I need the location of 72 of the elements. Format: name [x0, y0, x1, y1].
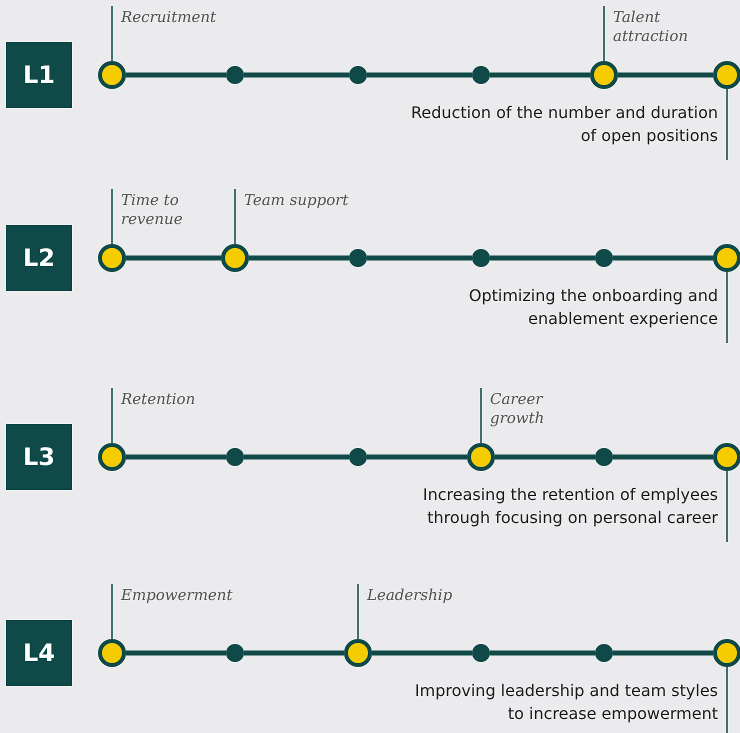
timeline-segment: [126, 650, 226, 656]
leader-line: [111, 584, 113, 639]
leader-line: [726, 89, 728, 160]
timeline-segment: [613, 454, 713, 460]
milestone-dot: [590, 61, 618, 89]
timeline-dot: [349, 66, 367, 84]
timeline-segment: [244, 650, 344, 656]
leader-line: [357, 584, 359, 639]
leader-line: [111, 189, 113, 244]
level-box: L4: [6, 620, 72, 686]
leader-line: [234, 189, 236, 244]
timeline-segment: [490, 256, 595, 260]
timeline-dot: [226, 644, 244, 662]
milestone-label: Retention: [111, 390, 231, 409]
timeline-segment: [367, 454, 467, 460]
milestone-dot: [713, 639, 740, 667]
milestone-dot: [467, 443, 495, 471]
milestone-label: Talent attraction: [603, 8, 723, 46]
level-box: L1: [6, 42, 72, 108]
milestone-dot: [221, 244, 249, 272]
milestone-label: Time to revenue: [111, 191, 231, 229]
timeline-segment: [126, 72, 226, 78]
level-box: L3: [6, 424, 72, 490]
milestone-label: Recruitment: [111, 8, 231, 27]
timeline-segment: [126, 256, 221, 260]
timeline-segment: [126, 454, 226, 460]
timeline-dot: [349, 249, 367, 267]
timeline-dot: [226, 66, 244, 84]
milestone-dot: [713, 244, 740, 272]
timeline-segment: [372, 650, 472, 656]
leader-line: [111, 6, 113, 61]
timeline-segment: [613, 256, 713, 260]
timeline-segment: [367, 256, 472, 260]
milestone-label: Empowerment: [111, 586, 231, 605]
goal-description: Reduction of the number and duration of open positions: [408, 101, 728, 147]
milestone-dot: [344, 639, 372, 667]
goal-description: Improving leadership and team styles to increase empowerment: [408, 679, 728, 725]
timeline-dot: [472, 644, 490, 662]
timeline-dot: [472, 249, 490, 267]
milestone-dot: [98, 244, 126, 272]
timeline-segment: [490, 650, 595, 656]
goal-description: Increasing the retention of emplyees through focusing on personal career: [408, 483, 728, 529]
leader-line: [111, 388, 113, 443]
leader-line: [726, 272, 728, 343]
milestone-label: Team support: [234, 191, 354, 210]
timeline-segment: [618, 72, 713, 78]
timeline-segment: [244, 454, 349, 460]
milestone-dot: [713, 61, 740, 89]
milestone-dot: [98, 639, 126, 667]
timeline-segment: [613, 650, 713, 656]
milestone-dot: [98, 443, 126, 471]
milestone-dot: [98, 61, 126, 89]
timeline-dot: [595, 448, 613, 466]
leader-line: [480, 388, 482, 443]
timeline-dot: [472, 66, 490, 84]
milestone-dot: [713, 443, 740, 471]
timeline-segment: [244, 72, 349, 78]
timeline-dot: [595, 249, 613, 267]
leader-line: [726, 667, 728, 733]
timeline-segment: [495, 454, 595, 460]
timeline-segment: [490, 72, 590, 78]
timeline-segment: [249, 256, 349, 260]
timeline-dot: [226, 448, 244, 466]
level-box: L2: [6, 225, 72, 291]
goal-description: Optimizing the onboarding and enablement experience: [408, 284, 728, 330]
milestone-label: Career growth: [480, 390, 600, 428]
leader-line: [726, 471, 728, 542]
timeline-dot: [595, 644, 613, 662]
timeline-dot: [349, 448, 367, 466]
leader-line: [603, 6, 605, 61]
milestone-label: Leadership: [357, 586, 477, 605]
timeline-segment: [367, 72, 472, 78]
